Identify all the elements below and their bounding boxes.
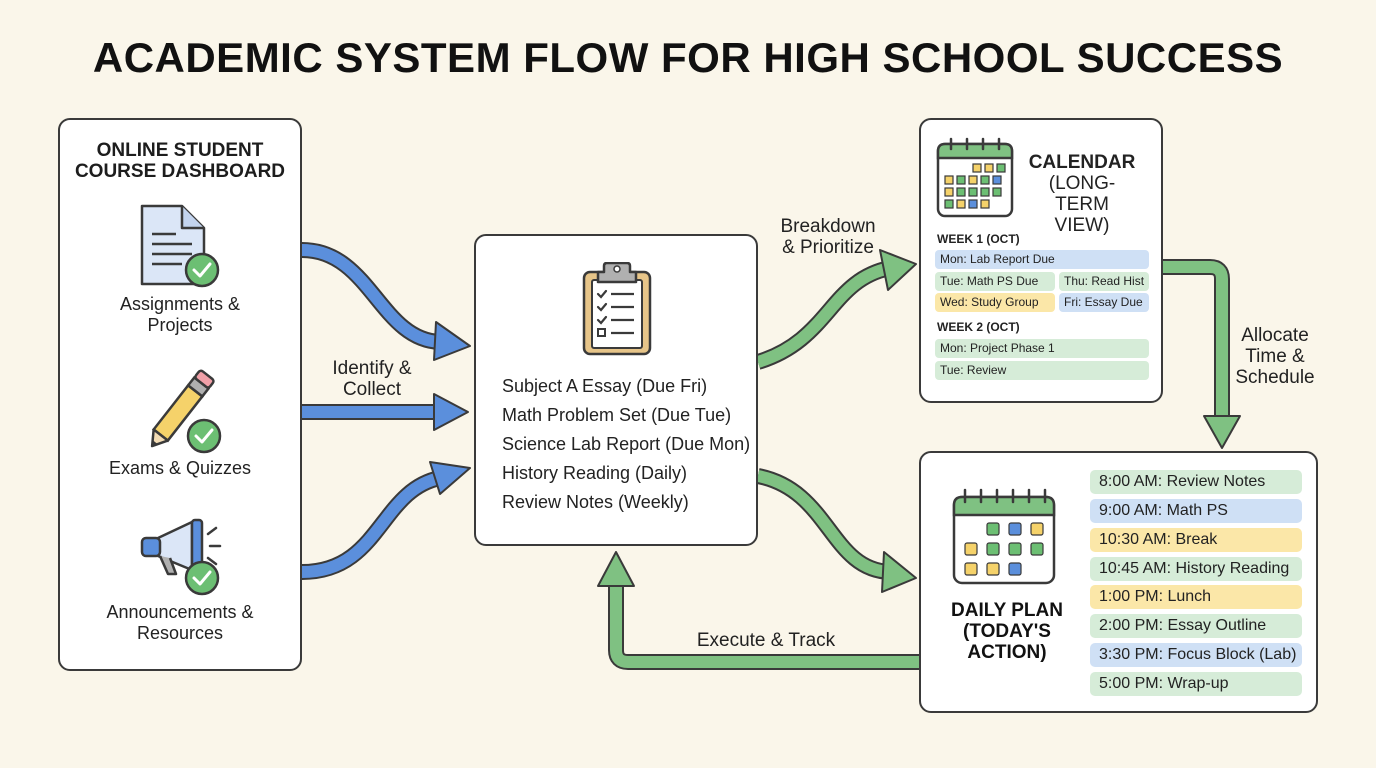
dashboard-item-assignments-line2: Projects xyxy=(147,315,213,335)
dashboard-heading-line2: COURSE DASHBOARD xyxy=(74,161,286,182)
task-item: Subject A Essay (Due Fri) xyxy=(502,376,708,396)
dashboard-item-assignments-line1: Assignments & xyxy=(119,294,241,314)
flow-label-allocate: Allocate Time & Schedule xyxy=(1226,325,1324,388)
document-check-icon xyxy=(140,204,220,288)
flow-label-identify: Identify & Collect xyxy=(312,358,432,400)
task-list: Subject A Essay (Due Fri) Math Problem S… xyxy=(502,372,750,517)
schedule-item: 10:30 AM: Break xyxy=(1090,528,1302,552)
arrow-daily-to-tasks xyxy=(597,551,919,670)
dashboard-heading: ONLINE STUDENT COURSE DASHBOARD xyxy=(60,140,300,182)
clipboard-checklist-icon xyxy=(582,262,652,356)
calendar-event: Thu: Read Hist xyxy=(1059,272,1149,291)
week-1-label: WEEK 1 (OCT) xyxy=(937,232,1020,246)
week-2-label: WEEK 2 (OCT) xyxy=(937,320,1020,334)
pencil-check-icon xyxy=(150,369,222,454)
calendar-icon xyxy=(936,137,1014,218)
calendar-title-line3: VIEW) xyxy=(1054,215,1110,236)
daily-plan-title-line2: (TODAY'S xyxy=(963,621,1051,642)
dashboard-heading-line1: ONLINE STUDENT xyxy=(96,140,264,161)
calendar-event: Tue: Math PS Due xyxy=(935,272,1055,291)
task-list-card: Subject A Essay (Due Fri) Math Problem S… xyxy=(474,234,758,546)
calendar-event: Mon: Lab Report Due xyxy=(935,250,1149,269)
calendar-event: Fri: Essay Due xyxy=(1059,293,1149,312)
arrow-calendar-to-daily xyxy=(1163,259,1241,449)
calendar-title-line1: CALENDAR xyxy=(1028,152,1136,173)
flow-label-execute: Execute & Track xyxy=(696,630,836,651)
calendar-title-line2: (LONG-TERM xyxy=(1048,173,1116,215)
task-item: History Reading (Daily) xyxy=(502,463,688,483)
daily-calendar-icon xyxy=(952,488,1056,585)
dashboard-item-announcements-line1: Announcements & xyxy=(106,602,254,622)
flow-label-breakdown: Breakdown & Prioritize xyxy=(766,216,890,258)
calendar-event: Wed: Study Group xyxy=(935,293,1055,312)
arrow-tasks-to-daily xyxy=(756,468,917,593)
course-dashboard-card: ONLINE STUDENT COURSE DASHBOARD Assignme… xyxy=(58,118,302,671)
calendar-event: Tue: Review xyxy=(935,361,1149,380)
flow-label-identify-line2: Collect xyxy=(342,379,402,400)
dashboard-item-announcements: Announcements & Resources xyxy=(60,602,300,644)
flow-label-allocate-line2: Time & xyxy=(1245,346,1305,367)
daily-plan-title: DAILY PLAN (TODAY'S ACTION) xyxy=(937,600,1077,663)
schedule-item: 3:30 PM: Focus Block (Lab) xyxy=(1090,643,1302,667)
flow-label-breakdown-line1: Breakdown xyxy=(780,216,876,237)
daily-plan-card: DAILY PLAN (TODAY'S ACTION) 8:00 AM: Rev… xyxy=(919,451,1318,713)
schedule-item: 10:45 AM: History Reading xyxy=(1090,557,1302,581)
flow-label-allocate-line1: Allocate xyxy=(1241,325,1309,346)
schedule-item: 1:00 PM: Lunch xyxy=(1090,585,1302,609)
megaphone-check-icon xyxy=(140,518,222,596)
arrow-announcements-to-tasks xyxy=(301,461,471,580)
calendar-event: Mon: Project Phase 1 xyxy=(935,339,1149,358)
flow-label-breakdown-line2: & Prioritize xyxy=(782,237,874,258)
schedule-item: 5:00 PM: Wrap-up xyxy=(1090,672,1302,696)
calendar-title: CALENDAR (LONG-TERM VIEW) xyxy=(1027,152,1137,236)
daily-plan-title-line1: DAILY PLAN xyxy=(951,600,1063,621)
schedule-item: 2:00 PM: Essay Outline xyxy=(1090,614,1302,638)
flow-label-identify-line1: Identify & xyxy=(332,358,412,379)
dashboard-item-assignments: Assignments & Projects xyxy=(60,294,300,336)
task-item: Review Notes (Weekly) xyxy=(502,492,689,512)
schedule-item: 8:00 AM: Review Notes xyxy=(1090,470,1302,494)
schedule-item: 9:00 AM: Math PS xyxy=(1090,499,1302,523)
daily-plan-title-line3: ACTION) xyxy=(967,642,1047,663)
arrow-tasks-to-calendar xyxy=(755,249,917,370)
task-item: Math Problem Set (Due Tue) xyxy=(502,405,732,425)
page-title: ACADEMIC SYSTEM FLOW FOR HIGH SCHOOL SUC… xyxy=(92,34,1284,81)
task-item: Science Lab Report (Due Mon) xyxy=(502,434,751,454)
flow-label-allocate-line3: Schedule xyxy=(1235,367,1315,388)
dashboard-item-announcements-line2: Resources xyxy=(136,623,224,643)
dashboard-item-exams: Exams & Quizzes xyxy=(108,458,252,478)
calendar-card: CALENDAR (LONG-TERM VIEW) WEEK 1 (OCT) M… xyxy=(919,118,1163,403)
arrow-assignments-to-tasks xyxy=(301,242,471,361)
arrow-exams-to-tasks xyxy=(302,393,469,431)
